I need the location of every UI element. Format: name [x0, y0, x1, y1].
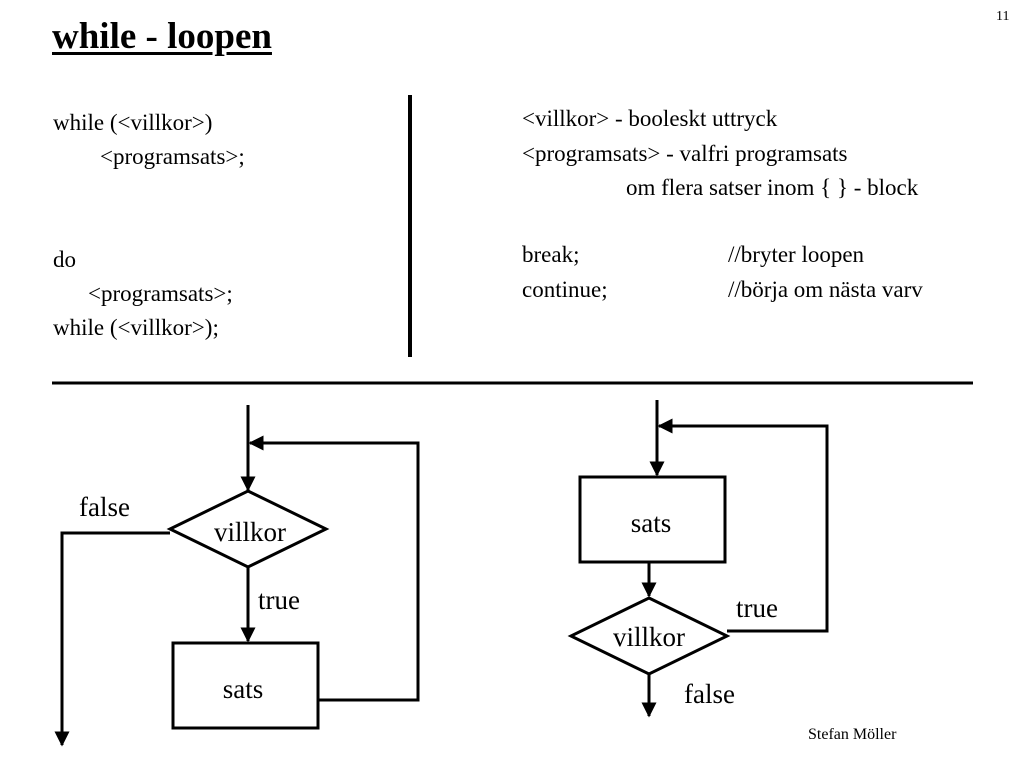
while-body-line: <programsats>;	[100, 144, 245, 169]
while-loop-back-arrow	[248, 435, 420, 702]
while-statement-box	[171, 641, 320, 730]
block-description: om flera satser inom { } - block	[626, 175, 919, 200]
do-while-line: while (<villkor>);	[53, 315, 219, 340]
do-false-label: false	[684, 679, 735, 709]
break-comment: //bryter loopen	[728, 242, 865, 267]
slide-number: 11	[996, 9, 1010, 24]
while-true-label: true	[258, 585, 300, 615]
continue-comment: //börja om nästa varv	[728, 277, 923, 302]
do-while-flowchart	[567, 400, 829, 718]
while-false-exit-arrow	[54, 531, 170, 747]
slide-title: while - loopen	[52, 16, 272, 57]
do-true-label: true	[736, 593, 778, 623]
do-true-loop-back-arrow	[657, 418, 829, 633]
do-statement-label: sats	[631, 508, 672, 538]
while-flowchart	[54, 405, 420, 747]
break-keyword: break;	[522, 242, 580, 267]
while-statement-label: sats	[223, 674, 264, 704]
do-body-line: <programsats>;	[88, 281, 233, 306]
footer-author: Stefan Möller	[808, 726, 897, 743]
do-keyword-line: do	[53, 247, 76, 272]
while-false-label: false	[79, 492, 130, 522]
villkor-description: <villkor> - booleskt uttryck	[522, 106, 778, 131]
do-statement-box	[578, 475, 727, 564]
do-condition-label: villkor	[613, 622, 685, 652]
while-syntax-line: while (<villkor>)	[53, 110, 213, 135]
programsats-description: <programsats> - valfri programsats	[522, 141, 848, 166]
continue-keyword: continue;	[522, 277, 608, 302]
while-condition-label: villkor	[214, 517, 286, 547]
